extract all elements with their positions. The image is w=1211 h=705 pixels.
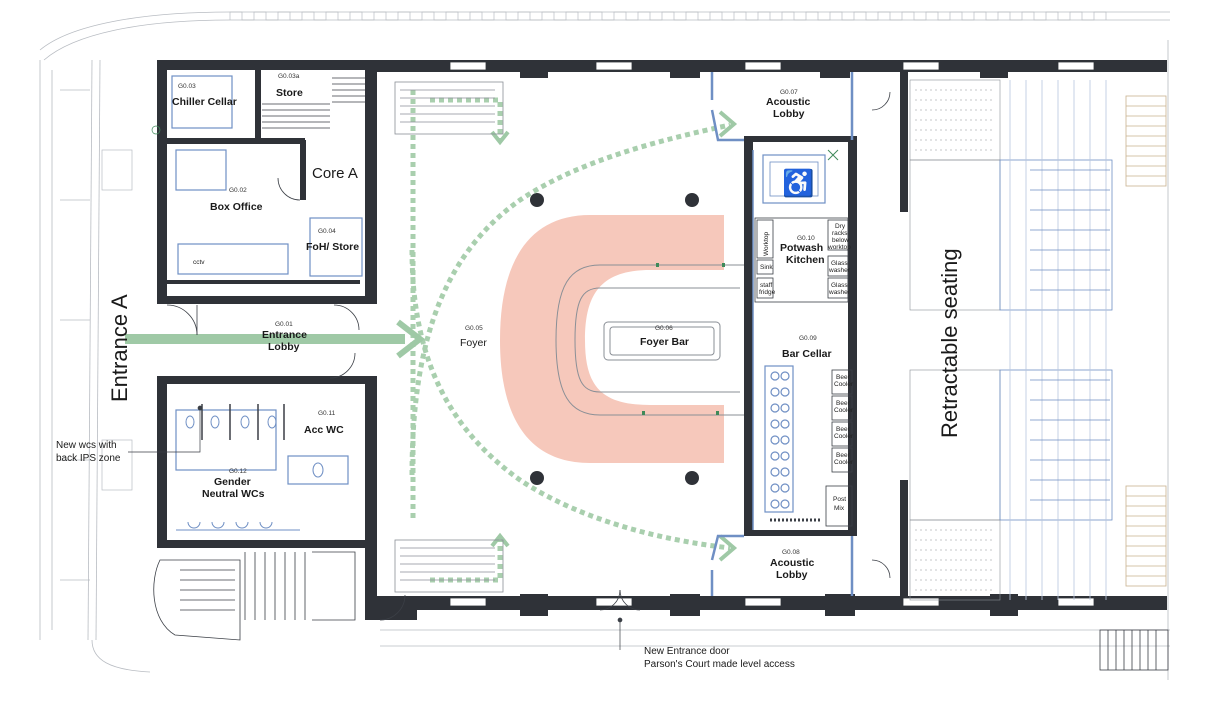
room-label-acoustic-top-1: Acoustic [766,96,811,108]
room-label-store: Store [276,87,303,99]
dry-racks-3: below [832,237,849,244]
room-code-foyer-bar: G0.06 [655,325,673,332]
beer-cooler-2b: Cooler [834,407,854,414]
seating-label: Retractable seating [937,248,962,438]
dry-racks-1: Dry [835,223,846,230]
room-label-bar-cellar: Bar Cellar [782,348,832,360]
performance-zone [500,215,724,463]
beer-cooler-1b: Cooler [834,381,854,388]
beer-cooler-1a: Beer [836,374,851,381]
note-door-2: Parson's Court made level access [644,659,795,670]
beer-cooler-3a: Beer [836,426,851,433]
wc-fixtures [176,415,324,531]
room-label-foh: FoH/ Store [306,241,359,253]
room-label-acoustic-bottom-1: Acoustic [770,557,815,569]
room-label-wcs-1: Gender [214,476,251,488]
room-label-box-office: Box Office [210,201,263,213]
route-arrowheads [490,110,738,562]
entrance-label: Entrance A [107,294,132,402]
room-label-wcs-2: Neutral WCs [202,488,265,500]
glass-washer-1b: washer [828,267,851,274]
room-code-wcs: G0.12 [229,468,247,475]
bar-cellar-fixtures [764,365,853,527]
potwash-fixtures [754,217,849,303]
room-label-potwash-2: Kitchen [786,254,825,266]
post-mix-2: Mix [834,505,845,512]
stairs-lower [153,551,356,641]
worktop-label: Worktop [763,232,770,256]
beer-cooler-3b: Cooler [834,433,854,440]
bar-markers [642,263,725,415]
cubicle-partitions [201,404,285,440]
cross-icon [827,149,839,161]
left-facade-bays [60,89,133,581]
columns [530,193,699,485]
left-block-fixtures [171,75,363,485]
room-label-potwash-1: Potwash [780,242,823,254]
wheelchair-icon: ♿ [782,168,814,198]
stairs-upper [262,77,365,129]
room-label-acoustic-top-2: Lobby [773,108,805,120]
core-label: Core A [312,165,358,182]
dry-racks-4: worktop [827,244,851,251]
beer-cooler-4a: Beer [836,452,851,459]
bar-counter [555,264,748,416]
note-wcs-1: New wcs with [56,440,117,451]
room-code-bar-cellar: G0.09 [799,335,817,342]
post-mix-1: Post [833,496,846,503]
glass-washer-2a: Glass [831,282,848,289]
cctv-label: cctv [193,259,205,266]
room-label-foyer-bar: Foyer Bar [640,336,689,348]
room-label-acoustic-bottom-2: Lobby [776,569,808,581]
glass-washer-2b: washer [828,289,851,296]
beer-cooler-4b: Cooler [834,459,854,466]
room-code-store: G0.03a [278,73,300,80]
room-code-acc-wc: G0.11 [318,410,336,417]
room-code-foyer: G0.05 [465,325,483,332]
staff-fridge-2: fridge [759,289,776,296]
dry-racks-2: racks [832,230,848,237]
beer-cooler-2a: Beer [836,400,851,407]
room-code-foh: G0.04 [318,228,336,235]
room-code-potwash: G0.10 [797,235,815,242]
note-door-1: New Entrance door [644,646,730,657]
sink-label: Sink [760,264,773,271]
room-label-foyer: Foyer [460,337,487,349]
glass-washer-1a: Glass [831,260,848,267]
retractable-seating-rows [999,80,1113,600]
room-code-entrance: G0.01 [275,321,293,328]
accessible-wc-top: ♿ [762,149,839,204]
leader-lines [128,125,623,650]
room-label-entrance-2: Lobby [268,341,300,353]
note-wcs-2: back IPS zone [56,453,121,464]
room-code-acoustic-top: G0.07 [780,89,798,96]
room-code-chiller: G0.03 [178,83,196,90]
windows [449,61,1095,607]
doors [166,91,891,621]
room-code-box-office: G0.02 [229,187,247,194]
staff-fridge-1: staff [760,282,772,289]
loose-seats [1099,95,1169,671]
acoustic-lobbies [710,72,854,596]
background-linework [39,11,1170,680]
entrance-arrow [125,319,425,359]
room-label-acc-wc: Acc WC [304,424,344,436]
room-label-entrance-1: Entrance [262,329,307,341]
room-code-acoustic-bottom: G0.08 [782,549,800,556]
room-label-chiller: Chiller Cellar [172,96,237,108]
stair-landings [394,81,504,593]
top-parapet [229,11,1107,21]
